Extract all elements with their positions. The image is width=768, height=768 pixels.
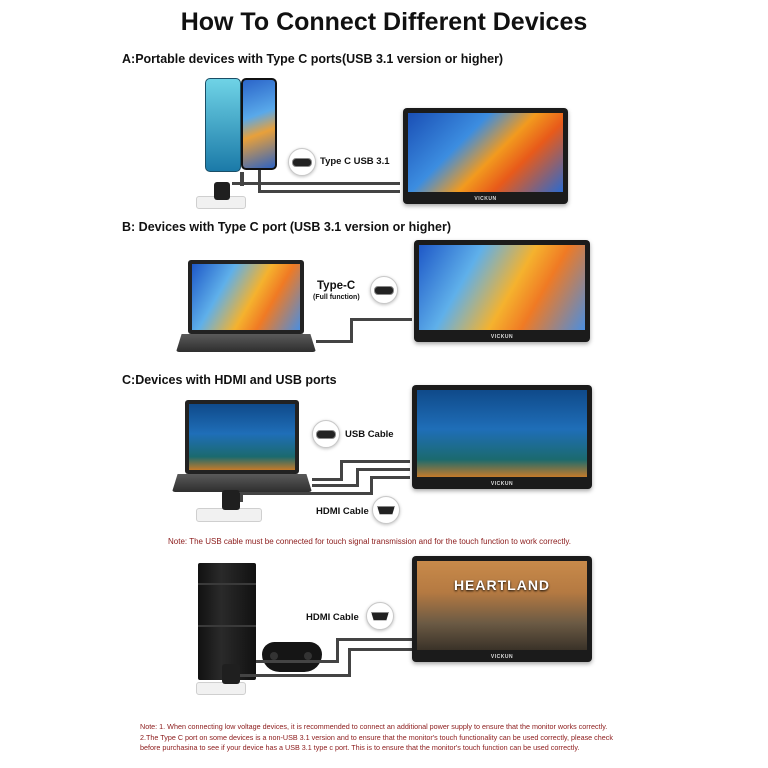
monitor-screen <box>417 390 587 477</box>
monitor-brand: VICKUN <box>474 196 497 202</box>
laptop-lid-c <box>185 400 299 474</box>
hdmi-port-icon <box>371 611 389 621</box>
bottom-notes: Note: 1. When connecting low voltage dev… <box>140 722 660 754</box>
cable-typec-b <box>350 318 412 321</box>
hdmi-port-callout <box>372 496 400 524</box>
typec-port-icon <box>292 157 312 167</box>
hdmi-cable-label: HDMI Cable <box>316 506 369 517</box>
game-title: HEARTLAND <box>453 577 551 593</box>
cable-typec <box>258 190 400 193</box>
game-controller <box>262 642 322 672</box>
cable-power-d <box>348 648 412 651</box>
monitor-screen: HEARTLAND <box>417 561 587 650</box>
laptop-screen <box>192 264 300 330</box>
cable-hdmi-d <box>336 638 412 641</box>
cable-power-c <box>370 476 410 479</box>
monitor-brand: VICKUN <box>490 654 514 660</box>
section-c-heading: C:Devices with HDMI and USB ports <box>122 373 337 387</box>
laptop-lid <box>188 260 304 334</box>
note-line: 2.The Type C port on some devices is a n… <box>140 732 613 742</box>
monitor-screen <box>408 113 563 192</box>
charger-d <box>222 664 240 684</box>
portable-monitor-d: HEARTLAND VICKUN <box>412 556 592 662</box>
portable-monitor-c: VICKUN <box>412 385 592 489</box>
cable-usb-c <box>340 460 410 463</box>
laptop-screen <box>189 404 295 470</box>
phone-illustration <box>205 78 277 172</box>
monitor-screen <box>419 245 585 330</box>
usb-port-callout <box>312 420 340 448</box>
hdmi-port-icon <box>377 505 395 515</box>
usb-port-icon <box>316 429 336 439</box>
laptop-keyboard <box>176 334 316 352</box>
usb-cable-label: USB Cable <box>345 429 394 440</box>
note-line: Note: 1. When connecting low voltage dev… <box>140 722 608 731</box>
game-console <box>198 563 256 680</box>
phone-back <box>205 78 241 172</box>
typec-port-callout-b <box>370 276 398 304</box>
typec-port-callout <box>288 148 316 176</box>
power-strip-d <box>196 682 246 695</box>
cable-hdmi-c <box>356 468 410 471</box>
portable-monitor-b: VICKUN <box>414 240 590 342</box>
full-function-label: (Full function) <box>313 294 360 301</box>
charger-c <box>222 490 240 510</box>
typec-usb31-label: Type C USB 3.1 <box>320 156 390 167</box>
note-line: before purchasina to see if your device … <box>140 743 580 752</box>
charger <box>214 182 230 200</box>
section-b-heading: B: Devices with Type C port (USB 3.1 ver… <box>122 220 451 234</box>
hdmi-port-callout-d <box>366 602 394 630</box>
section-a-heading: A:Portable devices with Type C ports(USB… <box>122 52 504 66</box>
touch-note: Note: The USB cable must be connected fo… <box>168 537 572 546</box>
page-title: How To Connect Different Devices <box>180 8 588 36</box>
hdmi-cable-label-d: HDMI Cable <box>306 612 359 623</box>
phone-front <box>241 78 277 170</box>
cable-power <box>232 182 400 185</box>
typec-label: Type-C <box>317 280 356 292</box>
portable-monitor: VICKUN <box>403 108 568 204</box>
power-strip-c <box>196 508 262 522</box>
monitor-brand: VICKUN <box>490 334 514 340</box>
monitor-brand: VICKUN <box>490 481 514 487</box>
typec-port-icon <box>374 285 394 295</box>
laptop-keyboard-c <box>172 474 312 492</box>
